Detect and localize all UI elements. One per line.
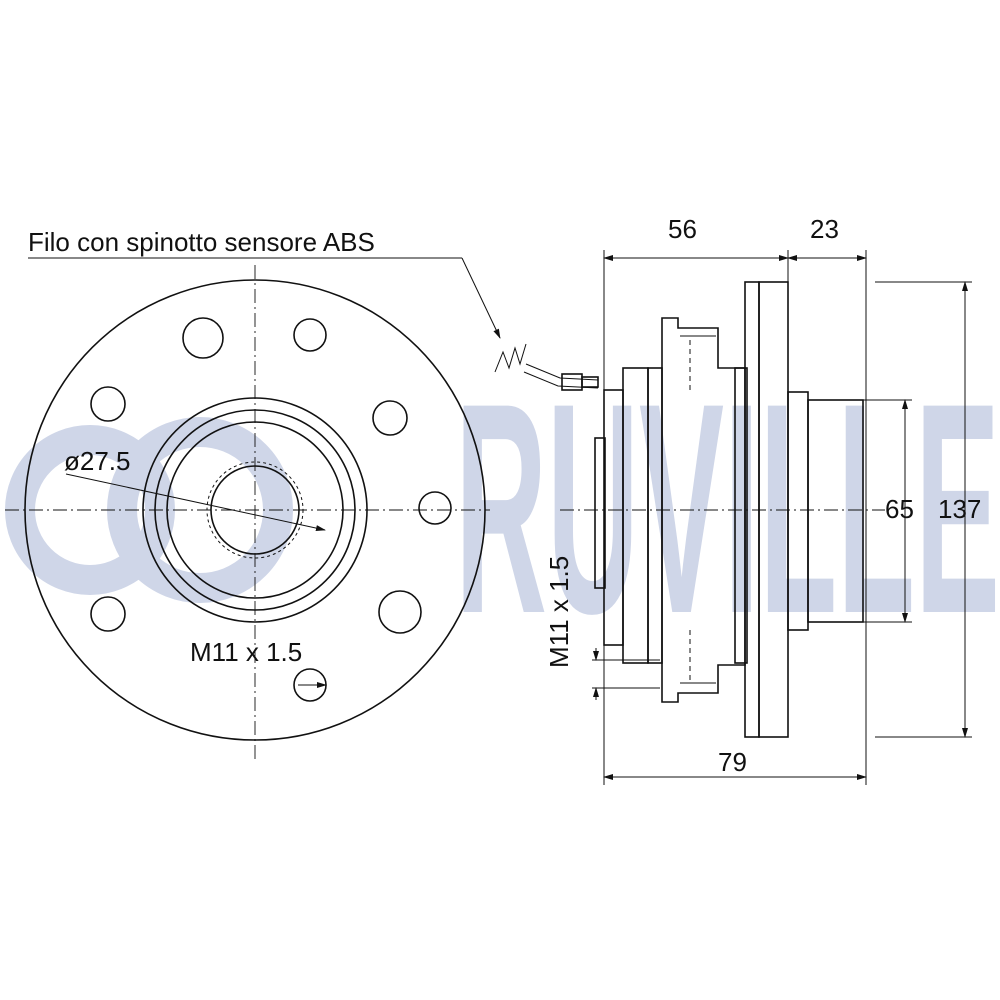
bolt-hole <box>182 317 224 359</box>
spline-bore-teeth <box>206 461 304 559</box>
diameter-leader <box>65 473 326 532</box>
sensor-wire-break <box>494 343 527 373</box>
bolt-hole <box>418 491 452 525</box>
thread-label-side: M11 x 1.5 <box>544 556 574 668</box>
centering-pilot <box>807 399 864 623</box>
hub-boss-inner <box>154 409 356 611</box>
front-view: ø27.5 M11 x 1.5 <box>5 265 490 760</box>
side-view: M11 x 1.5 <box>544 281 885 738</box>
dim-137: 137 <box>938 494 981 524</box>
bolt-hole <box>378 590 422 634</box>
sensor-plug-tip <box>581 376 599 388</box>
dim-56: 56 <box>668 214 697 244</box>
thread-label-front: M11 x 1.5 <box>190 637 302 667</box>
hub-flange-outline <box>24 279 486 741</box>
bolt-hole <box>90 596 126 632</box>
bolt-hole <box>293 318 327 352</box>
diameter-label: ø27.5 <box>64 446 131 476</box>
inner-ring-hatch <box>734 367 748 664</box>
bolt-hole <box>372 400 408 436</box>
rear-stub <box>594 437 606 589</box>
spline-bore <box>210 465 300 555</box>
dim-65: 65 <box>885 494 914 524</box>
hub-seal-ring <box>166 421 344 599</box>
logo-wordmark: RUVILLE <box>455 340 1000 676</box>
ruville-logo: RUVILLE <box>5 340 1000 676</box>
hub-boss-outer <box>142 397 368 623</box>
dimensions: 56 23 79 65 137 <box>603 214 981 785</box>
dim-23: 23 <box>810 214 839 244</box>
abs-sensor-callout: Filo con spinotto sensore ABS <box>28 227 599 391</box>
sensor-wire <box>525 363 599 381</box>
dim-79: 79 <box>718 747 747 777</box>
bolt-hole <box>90 386 126 422</box>
note-leader <box>461 257 501 339</box>
abs-sensor-note: Filo con spinotto sensore ABS <box>28 227 375 257</box>
